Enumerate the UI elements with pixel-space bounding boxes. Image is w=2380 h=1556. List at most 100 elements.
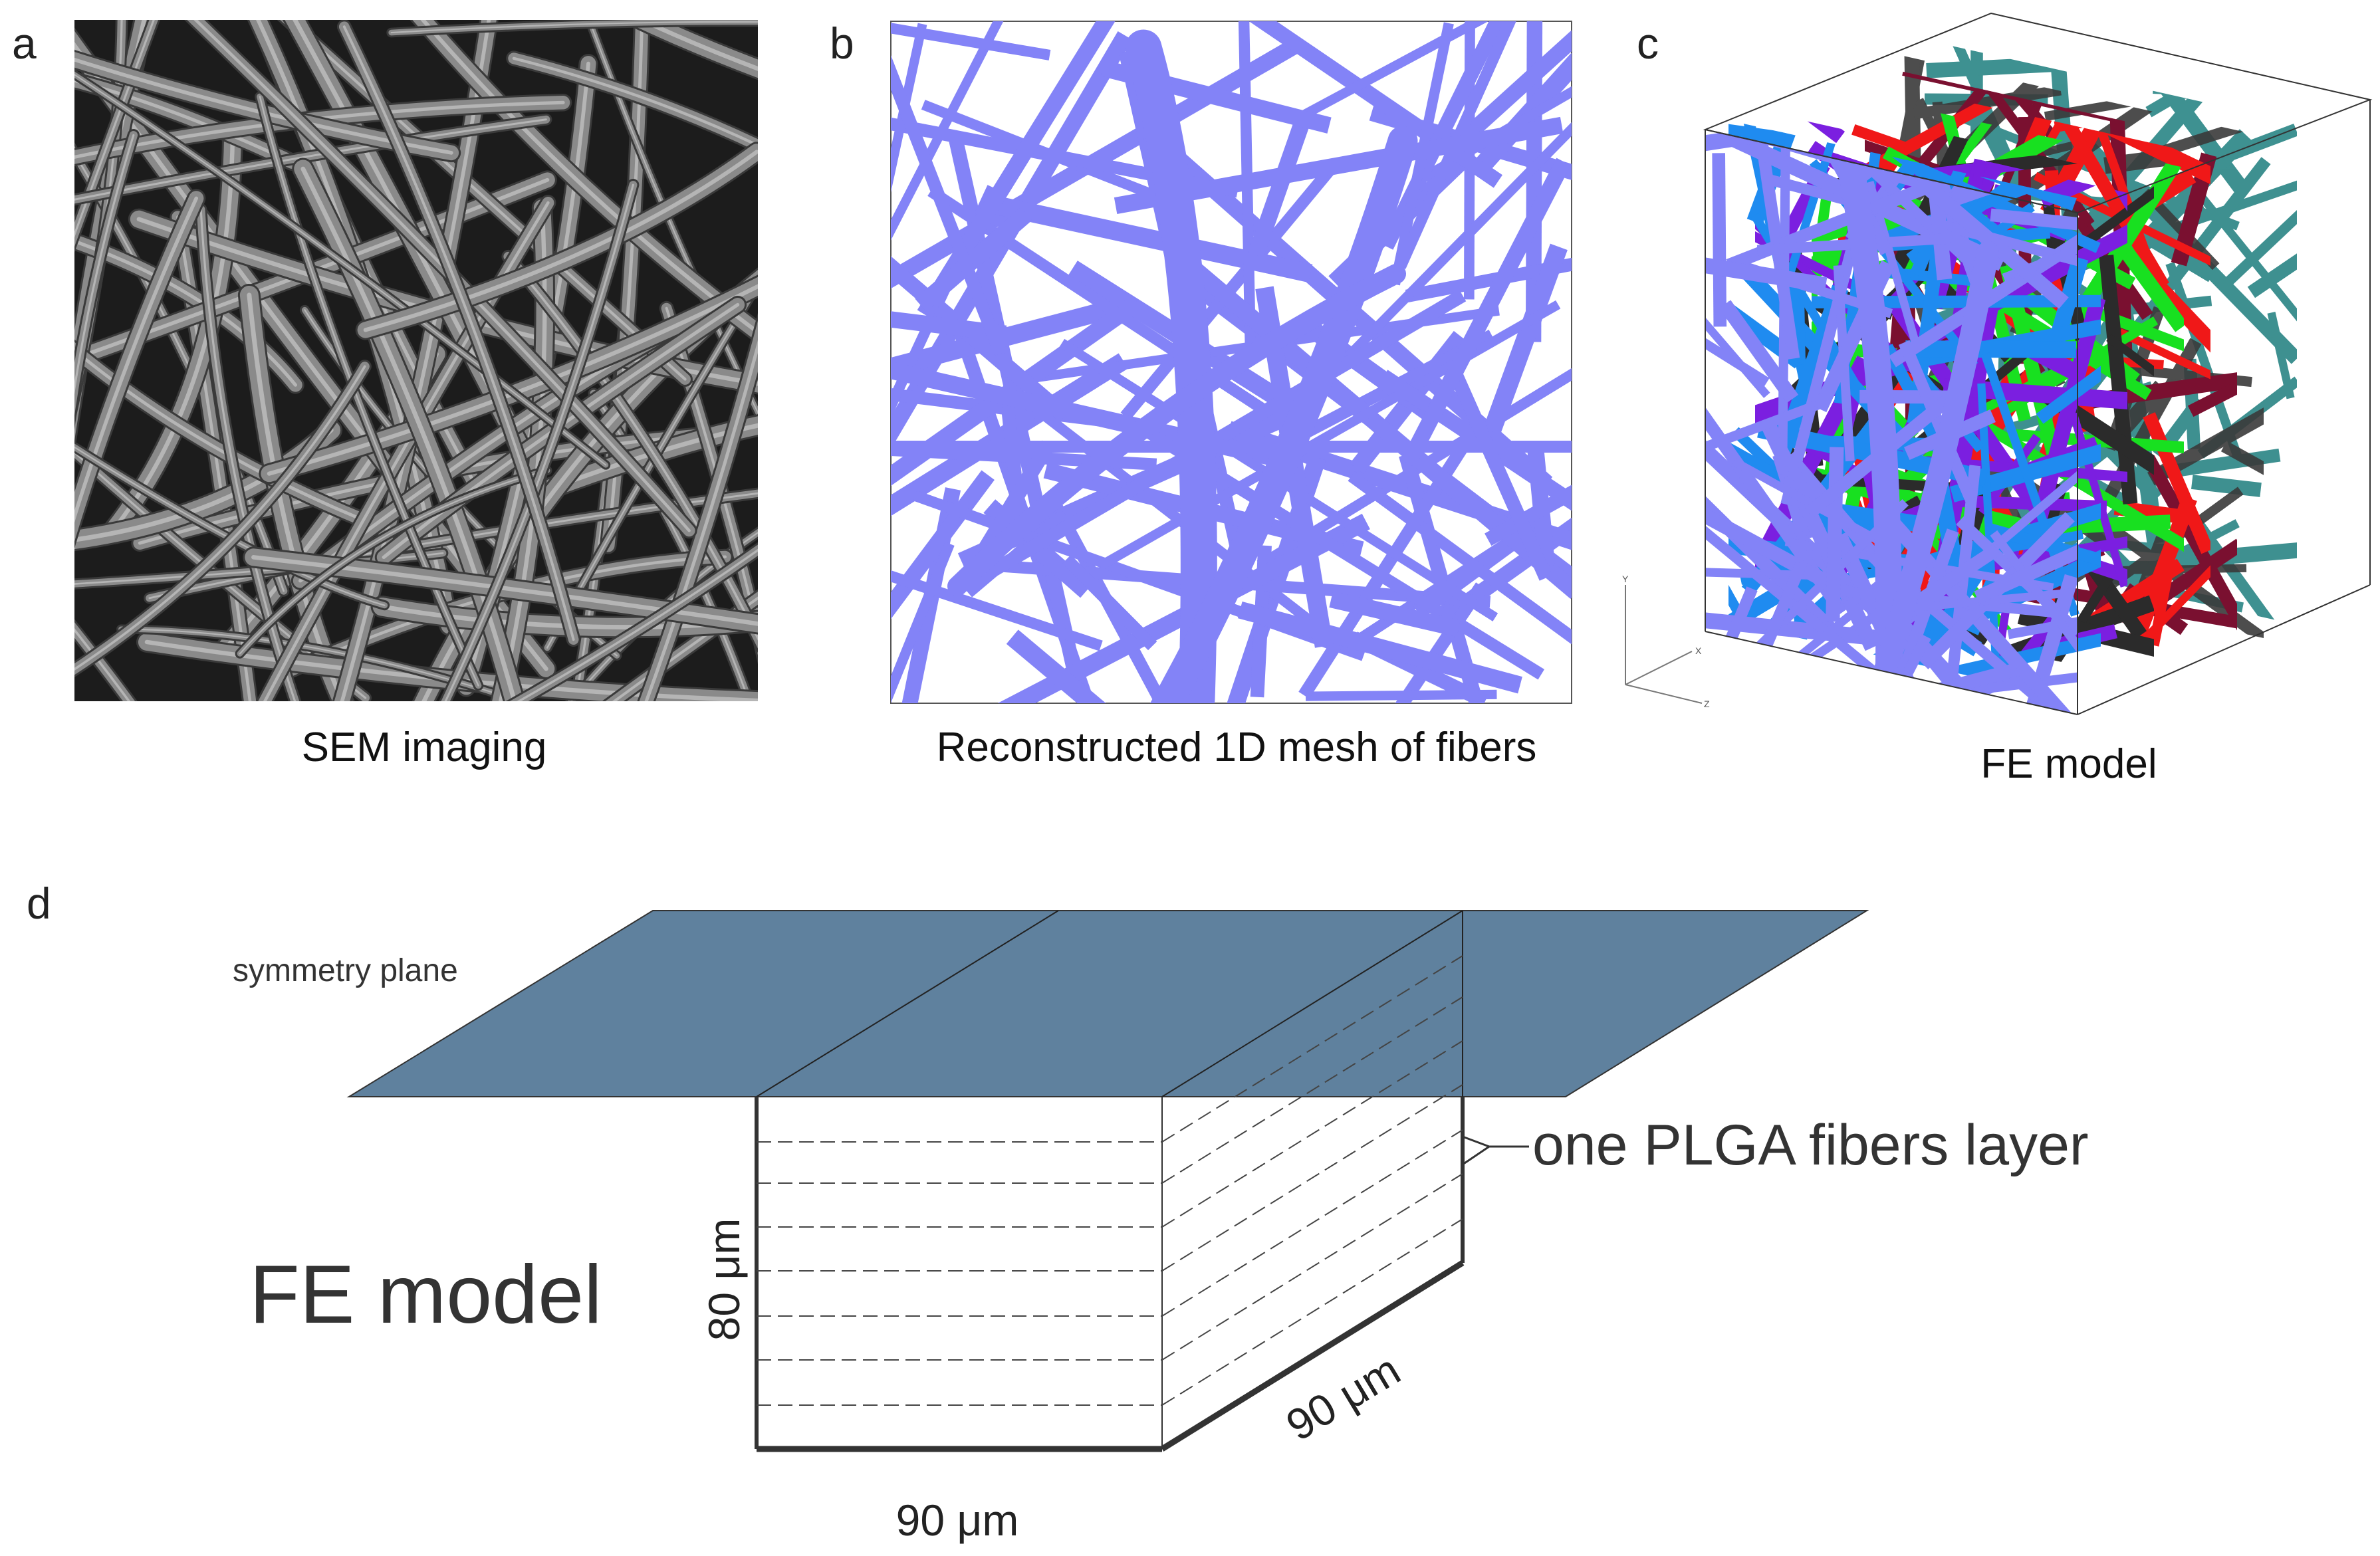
- panel-a-caption: SEM imaging: [302, 724, 547, 770]
- panel-c-letter: c: [1637, 19, 1659, 68]
- fe-layer-fiber: [2195, 189, 2297, 417]
- fe-layer-fiber: [1977, 383, 2000, 669]
- fe-box: [755, 955, 1465, 1452]
- fe-layer-fiber: [2002, 73, 2169, 290]
- fe-front-fiber: [1705, 130, 1905, 171]
- mesh-fiber: [1483, 243, 1568, 435]
- sem-fiber-highlight: [193, 20, 691, 532]
- sem-fiber-highlight: [444, 183, 634, 701]
- sem-fiber-highlight: [507, 255, 758, 641]
- fe-layer-fiber: [2267, 312, 2295, 399]
- mesh-fiber: [983, 289, 1467, 580]
- sem-fiber-highlight: [74, 134, 135, 395]
- fe-layer-fiber: [2143, 412, 2210, 554]
- fe-front-fiber: [1744, 130, 1800, 360]
- layer-dash-side: [1161, 1040, 1463, 1228]
- fe-layer-fiber: [2099, 255, 2138, 504]
- fe-front-fiber: [1780, 229, 1862, 506]
- mesh-fiber: [891, 23, 927, 193]
- layer-dash-side: [1161, 1218, 1463, 1406]
- fe-layer-fiber: [1980, 352, 2080, 617]
- fe-layer-fiber: [2147, 366, 2264, 486]
- fe-layer-fiber: [1728, 120, 1786, 147]
- mesh-fiber: [917, 21, 1116, 319]
- fe-front-fiber: [1990, 208, 2078, 235]
- symmetry-plane: [346, 910, 1869, 1097]
- mesh-fiber: [915, 207, 1032, 312]
- fe-layer-fiber: [2121, 564, 2247, 574]
- mesh-fiber: [891, 300, 1112, 377]
- mesh-fiber: [1299, 122, 1572, 406]
- layer-dash-side: [1161, 1129, 1463, 1317]
- plane-edge-right: [1161, 910, 1463, 1097]
- sem-fiber-highlight: [588, 20, 758, 414]
- mesh-fiber: [891, 311, 1007, 342]
- fe-front-fiber: [1761, 663, 2019, 715]
- fe-layer-fiber: [2153, 80, 2297, 106]
- mesh-fiber: [1379, 370, 1572, 511]
- fe-front-fiber: [1889, 194, 2078, 368]
- fe-front-fiber: [1974, 510, 2078, 604]
- mesh-fiber-thick: [947, 264, 1406, 596]
- mesh-fiber: [1006, 629, 1106, 703]
- sem-fiber-highlight: [74, 348, 383, 529]
- sem-image-fibers: [74, 20, 758, 701]
- axis-z-label: Z: [1704, 699, 1710, 709]
- mesh-fiber: [891, 256, 1066, 419]
- sem-fiber-highlight: [382, 302, 740, 560]
- sem-fiber-highlight: [517, 548, 758, 701]
- mesh-fiber: [891, 39, 1298, 289]
- fe-layer-fiber: [2143, 455, 2237, 639]
- fe-layer-fiber: [1905, 340, 2076, 358]
- fe-layer-fiber: [1913, 84, 2062, 120]
- layer-label: one PLGA fibers layer: [1532, 1113, 2089, 1177]
- fe-layer-fiber: [2134, 566, 2175, 658]
- sem-fiber-highlight: [199, 208, 297, 701]
- fe-front-fiber: [1712, 153, 1727, 327]
- fe-front-fiber: [1705, 243, 1828, 293]
- depth-dimension: 90 μm: [1278, 1345, 1408, 1450]
- layer-dash-side: [1161, 1084, 1463, 1272]
- mesh-fiber: [1062, 554, 1157, 651]
- panel-b-caption: Reconstructed 1D mesh of fibers: [937, 724, 1537, 770]
- mesh-fiber: [1395, 21, 1516, 269]
- fe-layer-fiber: [1728, 397, 1908, 556]
- mesh-fiber: [891, 570, 1103, 651]
- sem-fiber-highlight: [247, 292, 346, 701]
- mesh-fiber: [1297, 21, 1488, 122]
- panel-c-caption: FE model: [1980, 741, 2157, 787]
- mesh-fiber: [891, 542, 955, 703]
- panel-a: a SEM imaging: [12, 19, 758, 770]
- fe-layer-fiber: [2187, 372, 2237, 417]
- fe-front-fiber: [1912, 588, 2071, 612]
- sem-fiber-highlight: [120, 628, 522, 701]
- layer-dash-side: [1161, 996, 1463, 1184]
- mesh-fiber: [1184, 259, 1572, 600]
- panel-b-letter: b: [830, 19, 854, 68]
- mesh-fiber: [1401, 158, 1571, 467]
- fe-layer-fiber: [1957, 405, 2184, 572]
- sem-fiber-highlight: [74, 118, 547, 201]
- symmetry-plane-label: symmetry plane: [233, 953, 458, 988]
- sem-fiber-highlight: [267, 284, 758, 476]
- mesh-fiber: [891, 295, 1143, 486]
- mesh-fiber: [1443, 30, 1572, 159]
- axis-x-label: X: [1695, 645, 1702, 656]
- panel-b: b Reconstructed 1D mesh of fibers Y X Z: [830, 19, 1710, 770]
- fe-layer-fiber: [2222, 209, 2297, 288]
- fe-front-fiber: [1705, 396, 1830, 459]
- mesh-fiber: [1238, 21, 1256, 354]
- fe-layer-fiber: [2220, 441, 2264, 484]
- fe-layer-fiber: [1901, 156, 2101, 253]
- mesh-fiber: [891, 23, 1051, 60]
- sem-fiber-highlight: [636, 20, 758, 71]
- mesh-fiber: [983, 193, 1313, 283]
- fe-layer-fiber: [2069, 412, 2127, 588]
- sem-fiber-highlight: [74, 627, 131, 701]
- layer-dash-side: [1161, 1173, 1463, 1361]
- sem-fiber-highlight: [420, 20, 758, 335]
- sem-fiber-highlight: [390, 21, 758, 34]
- fe-layer-fiber: [2036, 356, 2101, 424]
- fe-layer-fiber: [2033, 171, 2210, 318]
- layer-dashes-side: [1161, 955, 1463, 1406]
